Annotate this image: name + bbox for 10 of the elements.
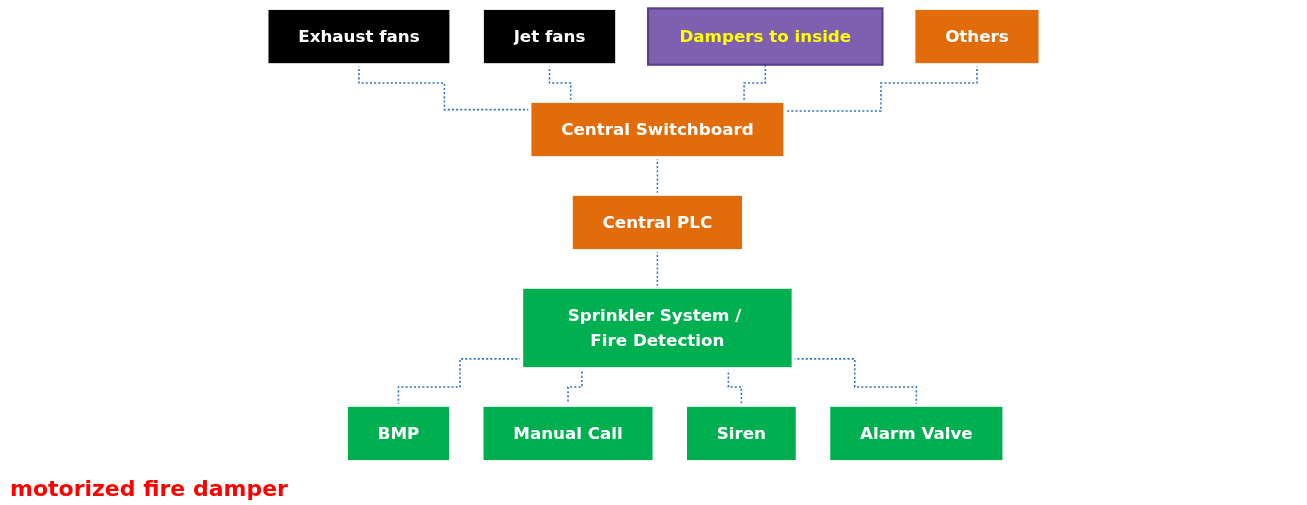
node-box: Central PLC <box>569 192 746 253</box>
node-box: Alarm Valve <box>827 403 1006 464</box>
node-box: Sprinkler System / Fire Detection <box>520 285 795 371</box>
node-box: BMP <box>344 403 453 464</box>
node-box: Exhaust fans <box>265 6 453 67</box>
node-box: Dampers to inside <box>647 7 884 66</box>
note-text: motorized fire damper <box>10 476 288 501</box>
node-box: Manual Call <box>480 403 656 464</box>
node-box: Others <box>912 6 1042 67</box>
node-box: Central Switchboard <box>528 99 787 160</box>
